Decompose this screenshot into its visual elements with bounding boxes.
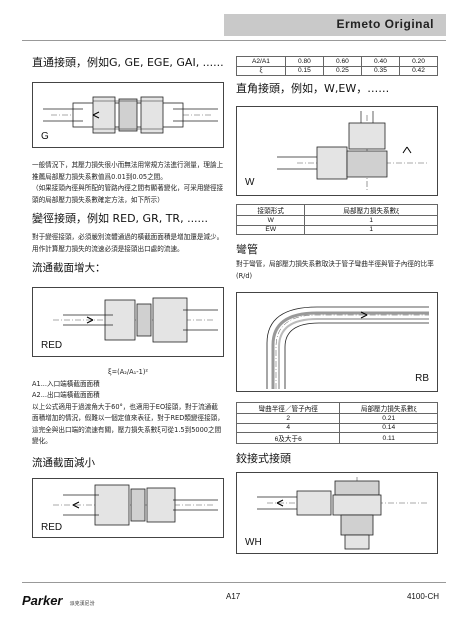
right-column: A2/A1 0.80 0.60 0.40 0.20 ξ 0.15 0.25 0.…	[235, 56, 439, 554]
elbow-fitting-drawing	[277, 111, 427, 191]
table-cell: 0.15	[284, 65, 324, 76]
table-header-cell: 彎曲半徑／管子內徑	[235, 402, 341, 414]
logo-wordmark: Parker	[22, 593, 63, 608]
figure-label-red-decrease: RED	[41, 521, 63, 533]
table-cell: 6及大于6	[235, 432, 341, 444]
table-row: W 1	[235, 215, 438, 226]
table-cell: 0.80	[284, 56, 324, 67]
figure-red-decrease: RED	[32, 477, 224, 538]
parker-logo: Parker 派克漢尼汾	[22, 590, 95, 609]
figure-bend-rb: RB	[236, 292, 438, 392]
figure-label-w: W	[245, 177, 255, 188]
table-cell: 0.25	[322, 65, 362, 76]
bend-title: 彎管	[236, 243, 258, 256]
figure-straight-g: G	[32, 82, 224, 148]
paragraph-bend: 對于彎管，局部壓力損失系數取決于管子彎曲半徑與管子內徑的比率(R/d)	[236, 260, 434, 280]
definition-a1: A1...入口端橫截面面積	[32, 379, 100, 388]
elbow-fitting-title: 直角接頭，例如，W,EW，……	[236, 82, 390, 95]
top-rule	[22, 40, 446, 41]
figure-label-g: G	[41, 131, 49, 142]
section-decrease-title: 流通截面減小	[32, 456, 95, 469]
table-row: 6及大于6 0.11	[235, 432, 438, 444]
table-cell: 0.42	[398, 65, 439, 76]
table-cell: ξ	[236, 65, 286, 76]
table-cell: 0.21	[339, 413, 438, 424]
table-header-cell: 局部壓力損失系數ξ	[339, 402, 438, 414]
figure-hinge-wh: WH	[236, 472, 438, 554]
header-bar: Ermeto Original	[224, 14, 446, 36]
table-header-row: 接頭形式 局部壓力損失系數ξ	[235, 204, 438, 216]
section-increase-title: 流通截面增大：	[32, 262, 106, 274]
reducer-fitting-title: 變徑接頭，例如 RED, GR, TR, ......	[32, 212, 209, 225]
table-cell: 1	[304, 215, 438, 226]
table-cell: EW	[235, 224, 306, 235]
table-cell: 0.35	[360, 65, 400, 76]
straight-fitting-title: 直通接頭，例如G, GE, EGE, GAI, ......	[32, 56, 224, 69]
fitting-type-table: 接頭形式 局部壓力損失系數ξ W 1 EW 1	[235, 204, 438, 235]
paragraph-formula-note: 以上公式適用于過渡角大于60°，也適用于EO接頭，對于流通截面積增加的情況，假難…	[32, 402, 224, 446]
table-cell: A2/A1	[236, 56, 286, 67]
red-increase-drawing	[53, 297, 218, 343]
table-row: 2 0.21	[235, 413, 438, 424]
table-row: 4 0.14	[235, 422, 438, 433]
bend-drawing	[266, 306, 429, 389]
definition-a2: A2...出口端橫截面面積	[32, 391, 100, 399]
paragraph-reducer: 對于變徑接頭，必須嚴別流體通過的橫截面面積是增加還是減少。用作計算壓力損失的流速…	[32, 233, 224, 253]
figure-label-rb: RB	[415, 373, 429, 384]
hinge-fitting-drawing	[257, 477, 427, 551]
paragraph-note: （如果接頭內徑與所配的管路內徑之間有顯著變化，可采用變徑接頭的局部壓力損失系數確…	[32, 184, 224, 204]
paragraph-general: 一般情況下，其壓力損失很小而無法用常規方法進行測量，理論上推薦局部壓力損失系數值…	[32, 161, 224, 181]
table-cell: 0.20	[398, 56, 439, 67]
footer-rule	[22, 582, 446, 583]
formula: ξ=(A₂/A₁-1)²	[107, 368, 149, 376]
straight-fitting-drawing	[43, 96, 218, 134]
hinge-fitting-title: 鉸接式接頭	[236, 452, 291, 465]
table-cell: 0.11	[339, 432, 438, 444]
figure-label-wh: WH	[245, 537, 262, 548]
ratio-table: A2/A1 0.80 0.60 0.40 0.20 ξ 0.15 0.25 0.…	[236, 56, 439, 76]
red-decrease-drawing	[53, 484, 218, 525]
table-cell: 0.14	[339, 422, 438, 433]
table-cell: 0.60	[322, 56, 362, 67]
document-number: 4100-CH	[406, 592, 439, 601]
table-cell: 4	[235, 422, 341, 433]
table-cell: 2	[235, 413, 341, 424]
table-cell: 1	[304, 224, 438, 235]
table-row: ξ 0.15 0.25 0.35 0.42	[236, 65, 439, 76]
logo-subtitle: 派克漢尼汾	[69, 601, 95, 607]
table-cell: 0.40	[360, 56, 400, 67]
table-row: EW 1	[235, 224, 438, 235]
bend-radius-table: 彎曲半徑／管子內徑 局部壓力損失系數ξ 2 0.21 4 0.14 6及大于6 …	[235, 402, 438, 444]
figure-red-increase: RED	[32, 287, 224, 357]
left-column: 直通接頭，例如G, GE, EGE, GAI, ...... G 一般情況下，其…	[32, 56, 224, 538]
brand-title: Ermeto Original	[336, 17, 434, 31]
table-row: A2/A1 0.80 0.60 0.40 0.20	[236, 56, 439, 67]
table-header-cell: 接頭形式	[235, 204, 306, 216]
table-header-cell: 局部壓力損失系數ξ	[304, 204, 438, 216]
figure-elbow-w: W	[236, 106, 438, 196]
table-header-row: 彎曲半徑／管子內徑 局部壓力損失系數ξ	[235, 402, 438, 414]
page-number: A17	[226, 592, 241, 601]
figure-label-red-increase: RED	[41, 340, 63, 351]
table-cell: W	[235, 215, 306, 226]
